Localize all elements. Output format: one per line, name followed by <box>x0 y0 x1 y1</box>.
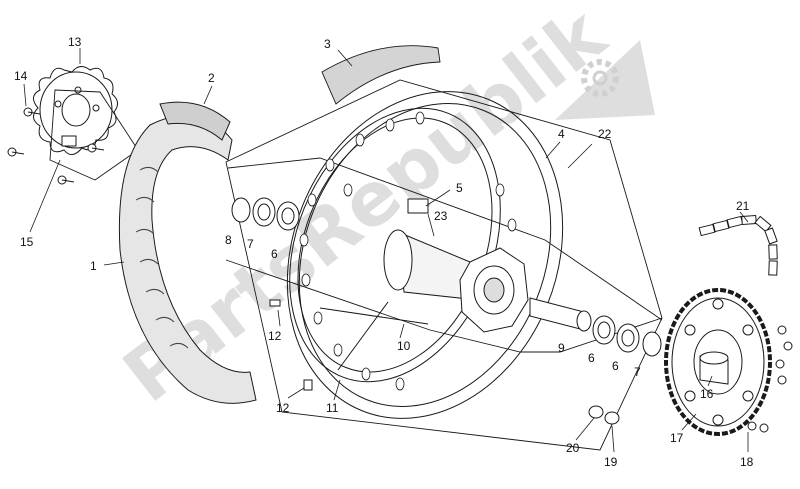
hub-parts-outline <box>227 157 663 321</box>
gear-icon <box>555 40 655 120</box>
label-part-18: 18 <box>740 455 754 469</box>
inner-tube <box>159 101 231 141</box>
label-part-7-right: 7 <box>634 365 641 379</box>
label-part-23: 23 <box>434 209 448 223</box>
sprocket-nuts <box>588 405 620 425</box>
chain <box>698 214 778 276</box>
rim-holes <box>299 111 517 391</box>
label-part-17: 17 <box>670 431 684 445</box>
label-part-11: 11 <box>326 401 339 415</box>
label-part-6-right-b: 6 <box>612 359 619 373</box>
sprocket-carrier <box>699 351 729 385</box>
valve <box>407 198 429 214</box>
label-part-9: 9 <box>558 341 565 355</box>
rim-tape <box>321 45 441 105</box>
label-part-22: 22 <box>598 127 612 141</box>
label-part-14: 14 <box>14 69 28 83</box>
label-part-20: 20 <box>566 441 580 455</box>
disc-bolts <box>7 107 105 185</box>
label-part-21: 21 <box>736 199 750 213</box>
label-part-7-left: 7 <box>247 237 254 251</box>
label-part-16: 16 <box>700 387 714 401</box>
sprocket-bolts <box>747 325 793 433</box>
label-part-13: 13 <box>68 35 82 49</box>
part-labels: 13 14 15 2 1 3 4 22 5 23 8 7 6 12 12 10 … <box>14 35 754 469</box>
label-part-5: 5 <box>456 181 463 195</box>
leader-lines <box>23 48 749 453</box>
label-part-10: 10 <box>397 339 411 353</box>
label-part-6-left: 6 <box>271 247 278 261</box>
brake-disc <box>33 66 118 155</box>
label-part-2: 2 <box>208 71 215 85</box>
right-bearings <box>592 315 662 357</box>
label-part-4: 4 <box>558 127 565 141</box>
label-part-8: 8 <box>225 233 232 247</box>
label-part-19: 19 <box>604 455 618 469</box>
label-part-15: 15 <box>20 235 34 249</box>
left-bearings <box>231 197 300 231</box>
label-part-12-upper: 12 <box>268 329 282 343</box>
label-part-1: 1 <box>90 259 97 273</box>
spoke-parts <box>269 299 429 391</box>
label-part-6-right-a: 6 <box>588 351 595 365</box>
hub <box>383 229 529 333</box>
label-part-12-lower: 12 <box>276 401 290 415</box>
axle-spacer <box>529 297 592 332</box>
tyre <box>118 114 257 404</box>
label-part-3: 3 <box>324 37 331 51</box>
